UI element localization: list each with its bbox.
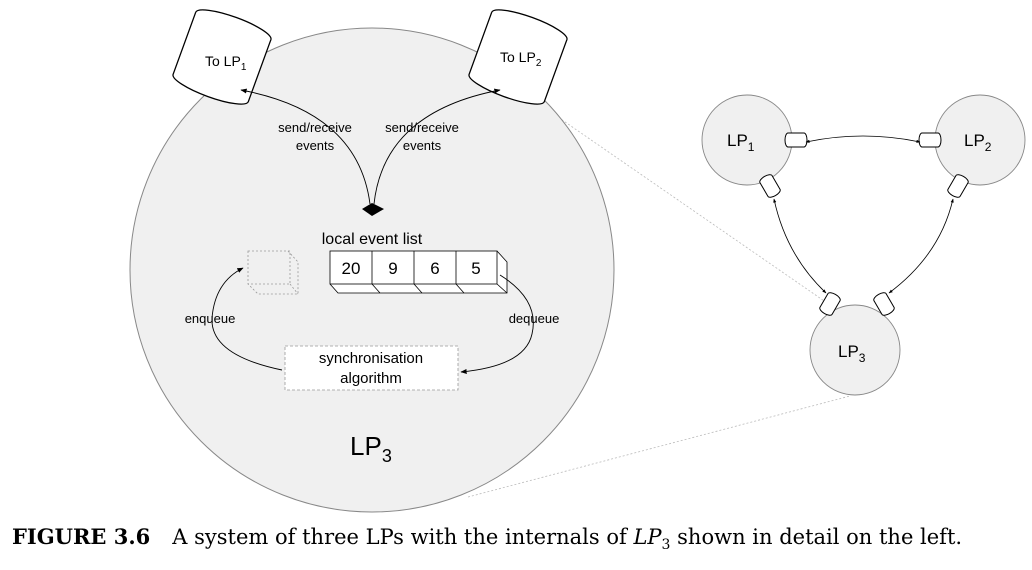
caption-math: LP3 bbox=[633, 525, 671, 554]
lp-system-diagram: To LP1 To LP2 send/receive events send/r… bbox=[129, 9, 1026, 513]
channel-to-lp1-icon bbox=[172, 9, 272, 105]
event-list-value: 5 bbox=[471, 259, 480, 278]
channel-icon-lp2-to-lp3 bbox=[947, 174, 969, 198]
send-receive-label-left-line2: events bbox=[296, 138, 335, 153]
channel-to-lp2-icon bbox=[468, 9, 568, 105]
merge-point-icon bbox=[362, 203, 384, 216]
caption-text-before: A system of three LPs with the internals… bbox=[172, 525, 627, 549]
channel-to-lp1-label: To LP1 bbox=[205, 53, 247, 73]
caption-text-after: shown in detail on the left. bbox=[677, 525, 963, 549]
detail-lp3-label: LP3 bbox=[350, 431, 392, 466]
event-list-value: 9 bbox=[388, 259, 397, 278]
link-lp1-lp2 bbox=[805, 135, 921, 143]
sync-algorithm-box bbox=[284, 345, 459, 391]
arrow-send-receive-lp1 bbox=[240, 88, 371, 205]
send-receive-label-left-line1: send/receive bbox=[278, 120, 352, 135]
channel-icon-lp3-to-lp1 bbox=[819, 292, 841, 316]
channel-icon-lp3-to-lp2 bbox=[873, 292, 895, 316]
enqueue-label: enqueue bbox=[185, 311, 236, 326]
event-list-value: 20 bbox=[342, 259, 361, 278]
overview-lp3-circle bbox=[809, 304, 901, 396]
event-list-box bbox=[329, 250, 498, 285]
channel-icon-lp2-to-lp1 bbox=[918, 132, 942, 148]
arrow-send-receive-lp2 bbox=[373, 88, 501, 205]
sync-algorithm-line1: synchronisation bbox=[319, 350, 423, 367]
arrow-enqueue bbox=[211, 267, 283, 371]
channel-icon-lp1-to-lp3 bbox=[759, 174, 781, 198]
figure-caption: FIGURE 3.6 A system of three LPs with the… bbox=[12, 524, 1032, 553]
overview-lp3-label: LP3 bbox=[838, 342, 866, 365]
figure-number: FIGURE 3.6 bbox=[12, 524, 151, 549]
zoom-guide-bottom bbox=[467, 395, 851, 498]
event-list-title: local event list bbox=[322, 231, 423, 248]
arrow-dequeue bbox=[460, 274, 534, 374]
link-lp2-lp3 bbox=[888, 198, 954, 294]
sync-algorithm-line2: algorithm bbox=[340, 370, 402, 387]
dequeue-label: dequeue bbox=[509, 311, 560, 326]
overview-lp1-label: LP1 bbox=[727, 131, 755, 154]
overview-lp2-label: LP2 bbox=[964, 131, 992, 154]
event-list-value: 6 bbox=[430, 259, 439, 278]
channel-to-lp2-label: To LP2 bbox=[500, 49, 542, 69]
link-lp1-lp3 bbox=[773, 198, 827, 294]
send-receive-label-right-line2: events bbox=[403, 138, 442, 153]
channel-icon-lp1-to-lp2 bbox=[784, 132, 808, 148]
event-list-empty-slot bbox=[247, 250, 299, 295]
send-receive-label-right-line1: send/receive bbox=[385, 120, 459, 135]
